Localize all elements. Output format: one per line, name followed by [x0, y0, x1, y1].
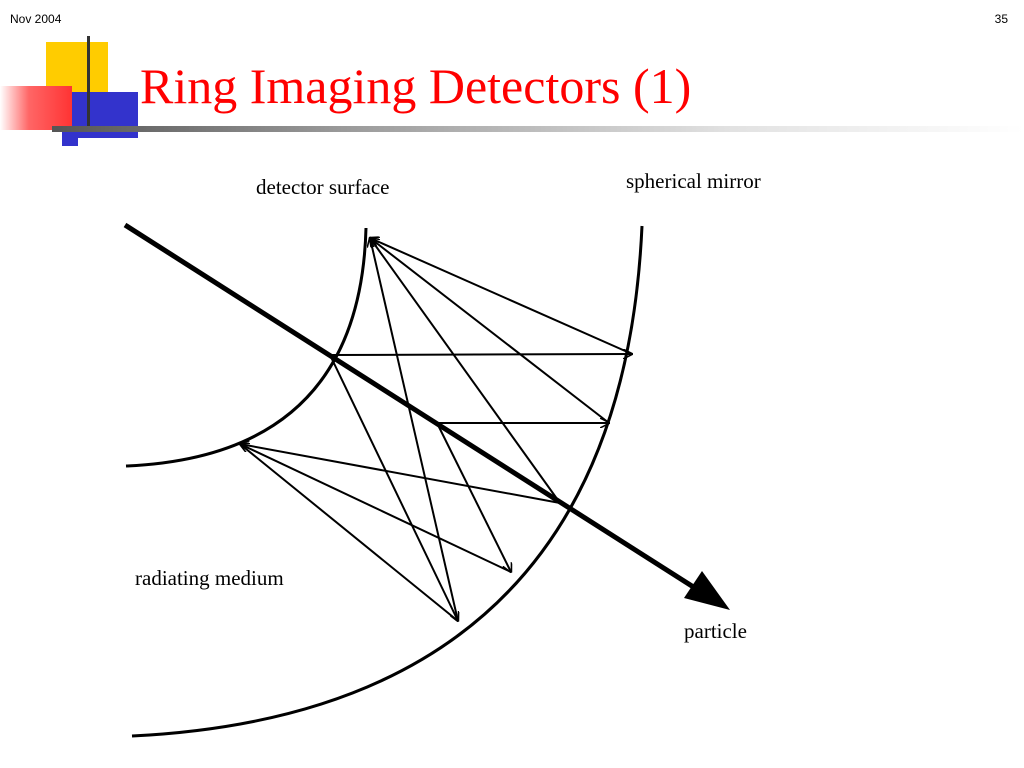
particle-arrowhead: [684, 571, 730, 610]
vertical-rule: [87, 36, 90, 128]
title-underline-rule: [52, 126, 1024, 132]
page-number: 35: [994, 12, 1008, 26]
label-spherical-mirror: spherical mirror: [626, 169, 761, 193]
date-label: Nov 2004: [10, 12, 62, 26]
blue-square-stub-decoration: [62, 138, 78, 146]
photon-ray: [370, 238, 610, 424]
photon-ray: [370, 238, 459, 622]
photon-ray: [370, 238, 633, 355]
photon-ray: [329, 354, 458, 621]
photon-ray: [370, 238, 561, 504]
photon-ray: [436, 422, 511, 572]
red-bar-decoration: [0, 86, 72, 130]
label-detector-surface: detector surface: [256, 175, 390, 199]
photon-ray: [240, 444, 561, 504]
particle-track: [123, 222, 697, 591]
spherical-mirror-arc: [131, 225, 644, 738]
photon-ray: [240, 444, 512, 573]
yellow-square-decoration: [46, 42, 108, 92]
label-radiating-medium: radiating medium: [135, 566, 284, 590]
detector-surface-arc: [125, 227, 368, 468]
photon-ray: [329, 354, 632, 355]
photon-ray: [239, 443, 459, 622]
label-particle: particle: [684, 619, 747, 643]
slide-title: Ring Imaging Detectors (1): [140, 58, 692, 114]
